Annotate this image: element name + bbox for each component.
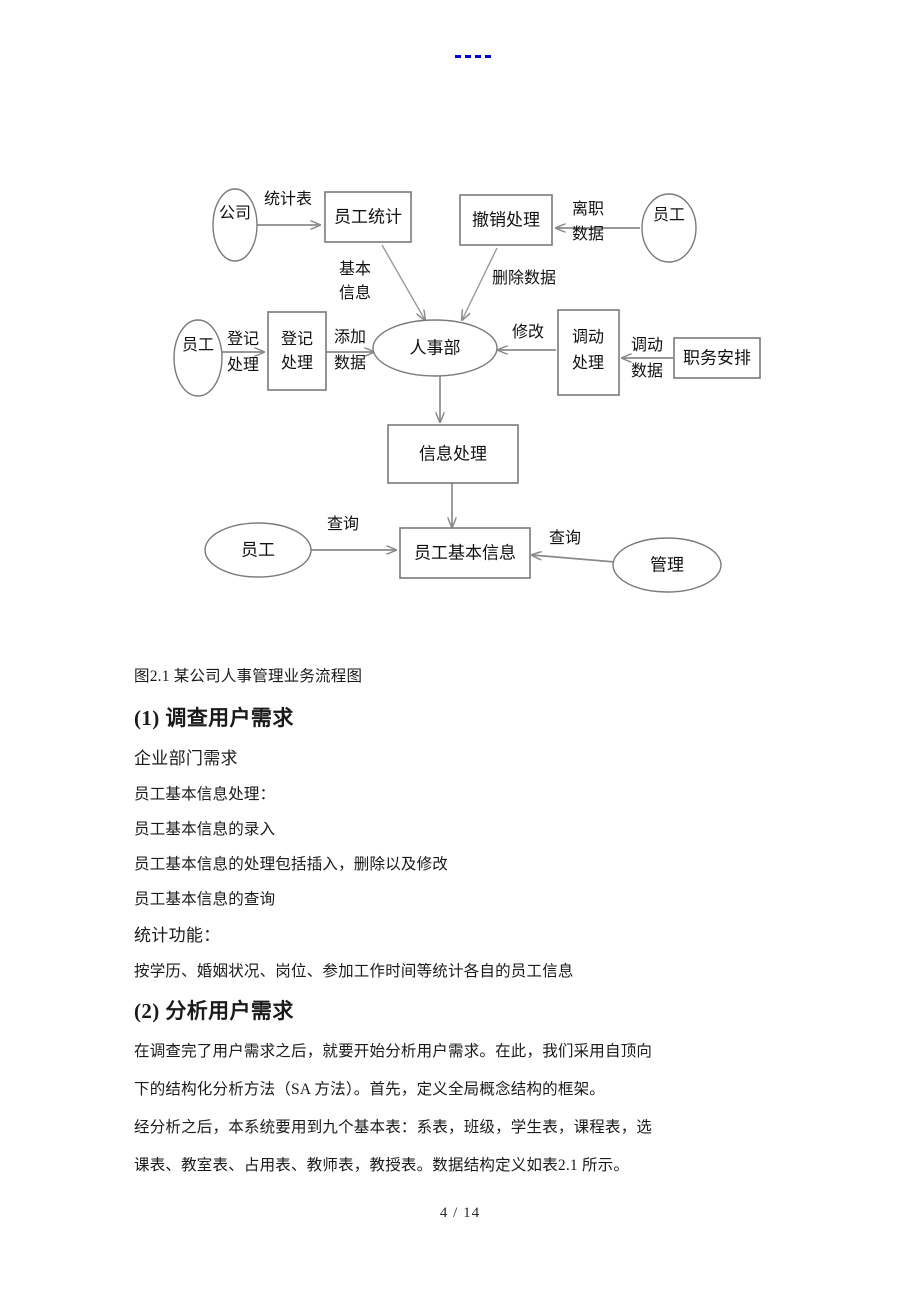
section-subheading-enterprise-needs: 企业部门需求	[134, 749, 238, 768]
node-transfer-process-label-line1: 调动	[572, 328, 604, 346]
edge-staff-stats-to-hr	[381, 244, 425, 320]
edge-label-leave-data-line1: 离职	[572, 200, 604, 218]
node-register-process-label-line1: 登记	[281, 330, 313, 348]
node-transfer-process: 调动 处理	[557, 309, 620, 396]
body-line-3: 员工基本信息的处理包括插入，删除以及修改	[134, 856, 449, 873]
figure-caption: 图2.1 某公司人事管理业务流程图	[134, 668, 363, 685]
node-info-process-label: 信息处理	[419, 444, 487, 463]
paragraph-line-3: 经分析之后，本系统要用到九个基本表：系表，班级，学生表，课程表，选	[134, 1119, 653, 1136]
node-transfer-process-label-line2: 处理	[572, 354, 604, 372]
paragraph-line-1: 在调查完了用户需求之后，就要开始分析用户需求。在此，我们采用自顶向	[134, 1043, 653, 1060]
document-body: 图2.1 某公司人事管理业务流程图 (1) 调查用户需求 企业部门需求 员工基本…	[134, 660, 794, 1185]
node-employee-top-label: 员工	[653, 206, 685, 224]
edge-label-transfer-data-line1: 调动	[631, 336, 663, 354]
node-manager: 管理	[612, 537, 722, 593]
edge-label-add-data-line2: 数据	[334, 354, 366, 372]
node-company: 公司	[212, 188, 258, 262]
node-register-process-label-line2: 处理	[281, 354, 313, 372]
edge-label-register-line2: 处理	[227, 356, 259, 374]
edge-label-query-left: 查询	[327, 515, 359, 533]
node-job-assignment: 职务安排	[673, 337, 761, 379]
node-employee-top: 员工	[641, 193, 697, 263]
node-staff-stats-label: 员工统计	[334, 207, 402, 226]
edge-cancel-to-hr	[462, 247, 498, 320]
node-company-label: 公司	[219, 205, 251, 222]
business-flow-diagram: 公司 员工统计 撤销处理 员工 员工	[0, 170, 920, 620]
edge-manager-to-staff-basic	[532, 555, 616, 563]
edge-label-add-data-line1: 添加	[334, 328, 366, 346]
node-employee-bottom: 员工	[204, 522, 312, 578]
node-staff-stats: 员工统计	[324, 191, 412, 243]
node-hr-department-label: 人事部	[410, 338, 461, 357]
edge-label-transfer-data-line2: 数据	[631, 362, 663, 380]
body-line-4: 员工基本信息的查询	[134, 891, 276, 908]
section-subheading-statistics: 统计功能：	[134, 926, 221, 945]
body-line-1: 员工基本信息处理：	[134, 786, 276, 803]
edge-label-delete-data: 删除数据	[492, 269, 556, 287]
paragraph-line-2: 下的结构化分析方法（SA 方法）。首先，定义全局概念结构的框架。	[134, 1081, 605, 1098]
page-number: 4 / 14	[439, 1205, 481, 1221]
edge-label-stats-table: 统计表	[264, 190, 312, 208]
body-line-2: 员工基本信息的录入	[134, 821, 276, 838]
section-heading-1: (1) 调查用户需求	[134, 706, 294, 730]
node-job-assignment-label: 职务安排	[683, 348, 751, 367]
edge-label-modify: 修改	[512, 323, 544, 341]
header-dashed-rule-icon	[455, 55, 491, 58]
node-hr-department: 人事部	[372, 319, 498, 377]
node-employee-left-label: 员工	[182, 336, 214, 354]
node-register-process: 登记 处理	[267, 311, 327, 391]
paragraph-line-4: 课表、教室表、占用表、教师表，教授表。数据结构定义如表2.1 所示。	[134, 1157, 630, 1174]
edge-label-query-right: 查询	[549, 529, 581, 547]
edge-label-basic-info-line1: 基本	[339, 260, 371, 278]
node-manager-label: 管理	[650, 555, 684, 574]
node-employee-left: 员工	[173, 319, 223, 397]
node-info-process: 信息处理	[387, 424, 519, 484]
body-line-5: 按学历、婚姻状况、岗位、参加工作时间等统计各自的员工信息	[134, 963, 574, 980]
node-staff-basic-info: 员工基本信息	[399, 527, 531, 579]
edge-label-leave-data-line2: 数据	[572, 225, 604, 243]
edge-label-register-line1: 登记	[227, 330, 259, 348]
section-heading-2: (2) 分析用户需求	[134, 999, 294, 1023]
edge-label-basic-info-line2: 信息	[339, 284, 371, 302]
node-staff-basic-info-label: 员工基本信息	[414, 543, 516, 562]
node-cancel-process-label: 撤销处理	[472, 210, 540, 229]
node-cancel-process: 撤销处理	[459, 194, 553, 246]
node-employee-bottom-label: 员工	[241, 540, 275, 559]
page-footer: 4 / 14	[0, 1205, 920, 1222]
